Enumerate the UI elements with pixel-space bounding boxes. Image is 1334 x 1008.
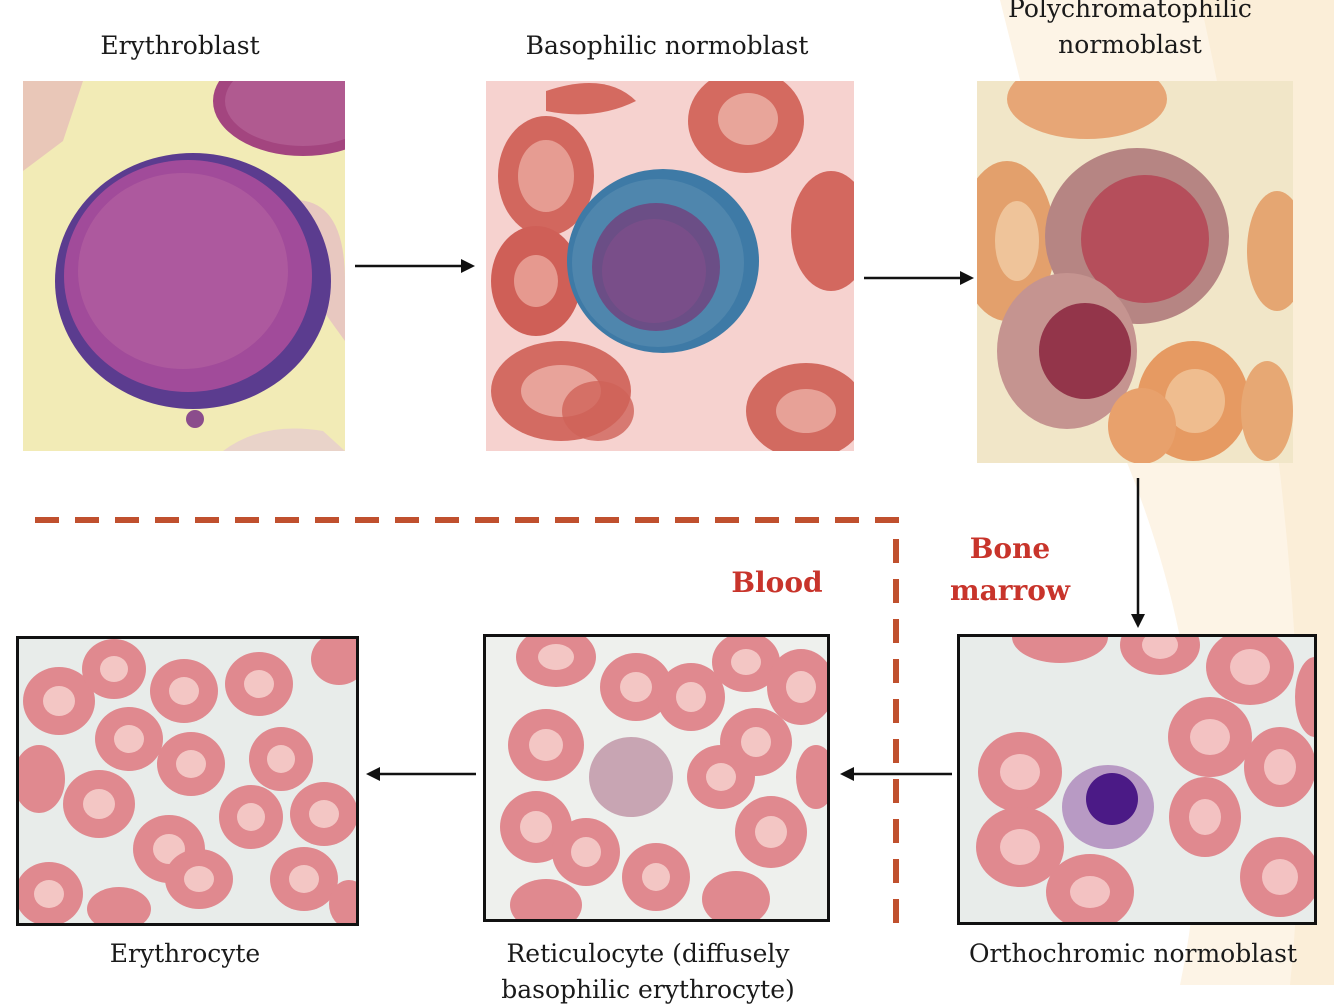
- bone-marrow-blood-divider: [0, 0, 1334, 985]
